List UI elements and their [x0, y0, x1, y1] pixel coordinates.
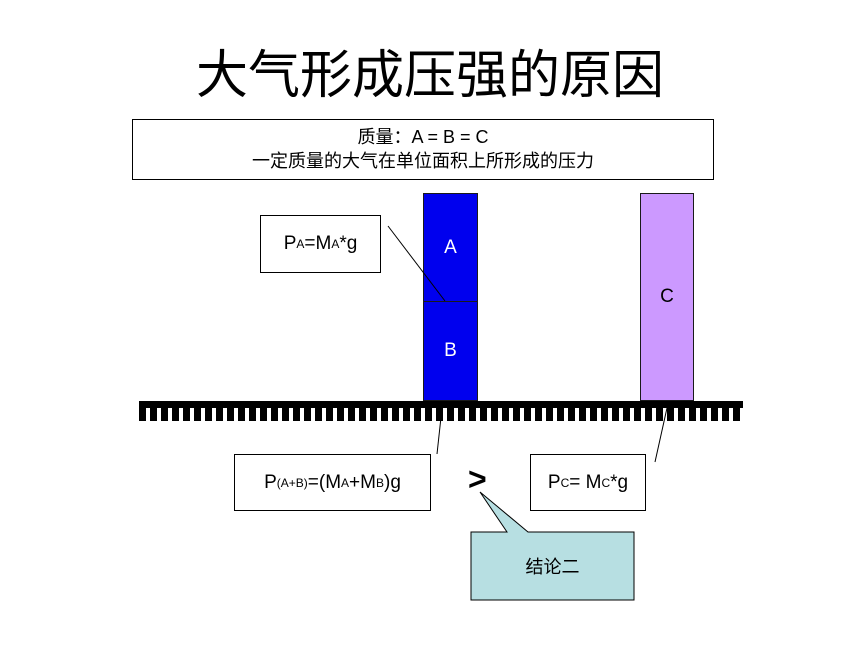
ground-top-band [139, 401, 743, 408]
formula-pa-sub-ma: A [331, 237, 340, 251]
ground-tooth [139, 407, 146, 421]
formula-pab-sub-mb: B [375, 475, 384, 490]
ground-tooth [271, 407, 278, 421]
callout-conclusion: 结论二 [525, 557, 580, 577]
ground-tooth [392, 407, 399, 421]
ground-tooth [579, 407, 586, 421]
ground-tooth [150, 407, 157, 421]
ground-tooth [447, 407, 454, 421]
ground-tooth [293, 407, 300, 421]
ground-tooth [414, 407, 421, 421]
formula-pab-g: )g [384, 471, 401, 493]
formula-pa-sub-a: A [296, 237, 305, 251]
formula-pa-g: *g [339, 233, 358, 254]
ground-tooth [227, 407, 234, 421]
ground-tooth [238, 407, 245, 421]
ground-tooth [689, 407, 696, 421]
ground-tooth [315, 407, 322, 421]
ground-tooth [348, 407, 355, 421]
ground-surface [139, 401, 743, 421]
block-a: A [423, 193, 478, 302]
ground-tooth [370, 407, 377, 421]
ground-tooth [634, 407, 641, 421]
ground-tooth [513, 407, 520, 421]
formula-pc-m: = M [569, 471, 602, 493]
ground-tooth [568, 407, 575, 421]
ground-tooth [711, 407, 718, 421]
ground-tooth [590, 407, 597, 421]
ground-tooth [161, 407, 168, 421]
ground-tooth [722, 407, 729, 421]
ground-tooth [480, 407, 487, 421]
formula-pab-plus-m: +M [349, 471, 376, 493]
ground-tooth [667, 407, 674, 421]
ground-tooth [403, 407, 410, 421]
greater-than-sign: > [468, 461, 487, 497]
ground-tooth [524, 407, 531, 421]
ground-tooth [733, 407, 740, 421]
ground-tooth [623, 407, 630, 421]
ground-tooth [612, 407, 619, 421]
formula-pc-g: *g [610, 471, 629, 493]
ground-tooth [601, 407, 608, 421]
ground-tooth [260, 407, 267, 421]
ground-tooth [645, 407, 652, 421]
block-a-label: A [444, 236, 457, 258]
ground-tooth [458, 407, 465, 421]
ground-tooth [678, 407, 685, 421]
ground-tooth [656, 407, 663, 421]
info-line-definition: 一定质量的大气在单位面积上所形成的压力 [252, 151, 594, 171]
block-b-label: B [444, 340, 457, 361]
ground-tooth [700, 407, 707, 421]
ground-tooth [205, 407, 212, 421]
formula-pa-p: P [283, 233, 297, 254]
ground-tooth [194, 407, 201, 421]
ground-tooth [249, 407, 256, 421]
ground-tooth [425, 407, 432, 421]
ground-tooth [172, 407, 179, 421]
formula-pab-p: P [264, 471, 277, 493]
formula-pab-sub-ma: A [341, 475, 350, 490]
formula-pab-m: =(M [307, 471, 342, 493]
ground-tooth [557, 407, 564, 421]
ground-tooth [216, 407, 223, 421]
info-box: 质量：A = B = C 一定质量的大气在单位面积上所形成的压力 [132, 119, 714, 180]
ground-tooth [469, 407, 476, 421]
ground-tooth [546, 407, 553, 421]
ground-tooth [183, 407, 190, 421]
formula-pc-sub-mc: C [601, 475, 611, 490]
block-c: C [640, 193, 694, 401]
ground-tooth [304, 407, 311, 421]
ground-tooth [326, 407, 333, 421]
ground-tooth [337, 407, 344, 421]
formula-pc-sub-c: C [560, 475, 570, 490]
ground-tooth [436, 407, 443, 421]
ground-tooth [491, 407, 498, 421]
ground-hatching [139, 407, 740, 421]
ground-tooth [359, 407, 366, 421]
block-c-label: C [660, 286, 674, 307]
ground-tooth [282, 407, 289, 421]
ground-tooth [381, 407, 388, 421]
info-line-mass: 质量：A = B = C [357, 127, 489, 147]
ground-tooth [502, 407, 509, 421]
formula-pc-p: P [547, 471, 561, 493]
page-title: 大气形成压强的原因 [195, 46, 664, 106]
formula-pa-m: =M [304, 233, 332, 254]
block-b: B [423, 301, 478, 401]
formula-pab-sub-ab: (A+B) [276, 475, 308, 490]
ground-tooth [535, 407, 542, 421]
